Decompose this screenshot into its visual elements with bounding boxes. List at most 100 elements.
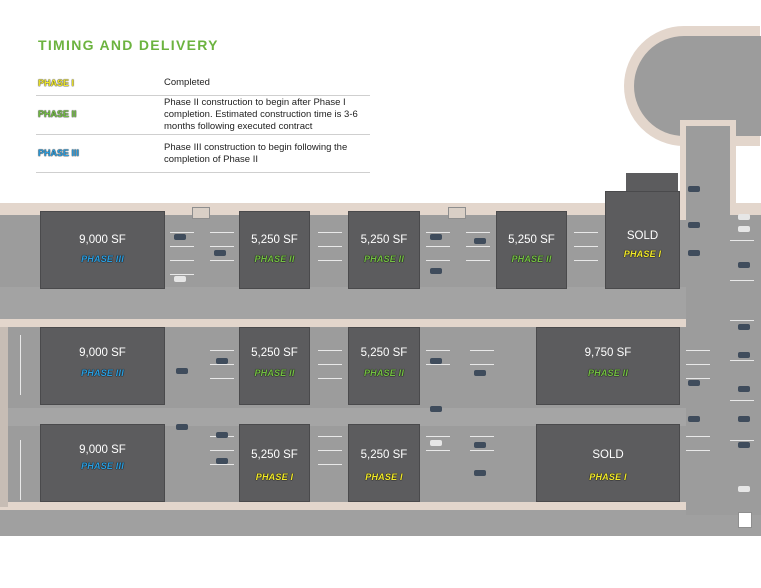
parked-car — [430, 358, 442, 364]
building-lot[interactable]: 9,000 SF PHASE III — [40, 211, 165, 289]
sold-annex-building — [626, 173, 678, 193]
building-size-label: SOLD — [592, 449, 624, 461]
building-phase-label: PHASE II — [254, 254, 295, 264]
parking-stall-line — [730, 400, 754, 401]
parking-stall-line — [318, 378, 342, 379]
parking-stall-line — [466, 260, 490, 261]
building-size-label: 9,750 SF — [584, 347, 632, 359]
main-drive-aisle-north — [0, 287, 761, 321]
parking-stall-line — [318, 436, 342, 437]
parking-stall-line — [210, 378, 234, 379]
parking-stall-line — [426, 350, 450, 351]
parked-car — [738, 486, 750, 492]
parking-stall-line — [470, 450, 494, 451]
building-lot[interactable]: 5,250 SF PHASE II — [348, 327, 420, 405]
building-size-label: 5,250 SF — [360, 449, 408, 461]
parking-stall-line — [730, 360, 754, 361]
parking-stall-line — [470, 436, 494, 437]
building-lot[interactable]: SOLD PHASE I — [536, 424, 680, 502]
parking-stall-line — [318, 232, 342, 233]
access-road — [686, 126, 730, 226]
parking-stall-line — [318, 464, 342, 465]
building-phase-label: PHASE II — [363, 368, 405, 378]
parking-stall-line — [686, 350, 710, 351]
building-phase-label: PHASE II — [587, 368, 629, 378]
parking-stall-line — [318, 350, 342, 351]
legend-desc-phase-3: Phase III construction to begin followin… — [164, 142, 348, 165]
legend-desc-phase-1: Completed — [164, 77, 210, 88]
building-lot[interactable]: 9,000 SF PHASE III — [40, 424, 165, 502]
parked-car — [738, 352, 750, 358]
south-sidewalk — [0, 502, 761, 512]
parked-car — [688, 250, 700, 256]
parking-stall-line — [730, 320, 754, 321]
main-drive-aisle-middle — [0, 408, 761, 426]
parking-stall-line — [686, 436, 710, 437]
parking-stall-line — [730, 280, 754, 281]
building-size-label: 5,250 SF — [251, 449, 298, 461]
parking-stall-line — [686, 364, 710, 365]
parked-car — [174, 234, 186, 240]
parked-car — [738, 226, 750, 232]
legend-tag-phase-3: PHASE III — [38, 148, 80, 158]
parked-car — [174, 276, 186, 282]
parked-car — [688, 222, 700, 228]
parking-stall-line — [170, 274, 194, 275]
building-lot[interactable]: 9,000 SF PHASE III — [40, 327, 165, 405]
building-lot[interactable]: 5,250 SF PHASE I — [348, 424, 420, 502]
building-lot[interactable]: 9,750 SF PHASE II — [536, 327, 680, 405]
parking-stall-line — [210, 350, 234, 351]
parking-stall-line — [170, 232, 194, 233]
building-size-label: 5,250 SF — [360, 347, 408, 359]
parking-stall-line — [730, 240, 754, 241]
building-size-label: 5,250 SF — [251, 234, 298, 246]
parking-stall-line — [318, 450, 342, 451]
parking-stall-line — [466, 246, 490, 247]
dumpster-enclosure — [192, 207, 210, 219]
building-lot[interactable]: SOLD PHASE I — [605, 191, 680, 289]
building-lot[interactable]: 5,250 SF PHASE II — [348, 211, 420, 289]
parked-car — [688, 416, 700, 422]
building-size-label: 5,250 SF — [508, 234, 555, 246]
parked-car — [474, 238, 486, 244]
middle-sidewalk — [0, 319, 710, 329]
building-phase-label: PHASE III — [81, 368, 124, 378]
building-lot[interactable]: 5,250 SF PHASE II — [239, 327, 310, 405]
cul-de-sac-pavement — [634, 36, 761, 136]
west-landscape-edge — [0, 327, 8, 507]
south-road — [0, 510, 761, 536]
building-size-label: SOLD — [626, 230, 659, 242]
building-size-label: 5,250 SF — [251, 347, 298, 359]
parked-car — [430, 234, 442, 240]
parking-stall-line — [318, 364, 342, 365]
legend-tag-phase-1: PHASE I — [38, 78, 75, 88]
building-lot[interactable]: 5,250 SF PHASE I — [239, 424, 310, 502]
building-size-label: 9,000 SF — [79, 347, 126, 359]
parking-stall-line — [210, 364, 234, 365]
parking-stall-line — [210, 246, 234, 247]
legend-desc-phase-2: Phase II construction to begin after Pha… — [164, 97, 358, 132]
building-lot[interactable]: 5,250 SF PHASE II — [496, 211, 567, 289]
parked-car — [738, 442, 750, 448]
parked-car — [430, 268, 442, 274]
building-size-label: 9,000 SF — [79, 444, 126, 456]
dumpster-enclosure — [448, 207, 466, 219]
parked-car — [176, 424, 188, 430]
parking-stall-line — [730, 440, 754, 441]
east-parking-column — [686, 215, 761, 515]
building-lot[interactable]: 5,250 SF PHASE II — [239, 211, 310, 289]
parking-stall-line — [686, 450, 710, 451]
parking-stall-line — [426, 364, 450, 365]
parked-car — [430, 440, 442, 446]
parking-stall-line — [574, 260, 598, 261]
legend-row-phase-3: PHASE III Phase III construction to begi… — [36, 134, 370, 173]
parked-car — [216, 458, 228, 464]
parking-stall-line — [210, 464, 234, 465]
parked-car — [738, 214, 750, 220]
parking-stall-line — [686, 378, 710, 379]
building-phase-label: PHASE I — [255, 472, 294, 482]
parked-car — [216, 432, 228, 438]
parking-stall-line — [318, 246, 342, 247]
building-phase-label: PHASE II — [363, 254, 405, 264]
building-phase-label: PHASE III — [81, 461, 124, 471]
